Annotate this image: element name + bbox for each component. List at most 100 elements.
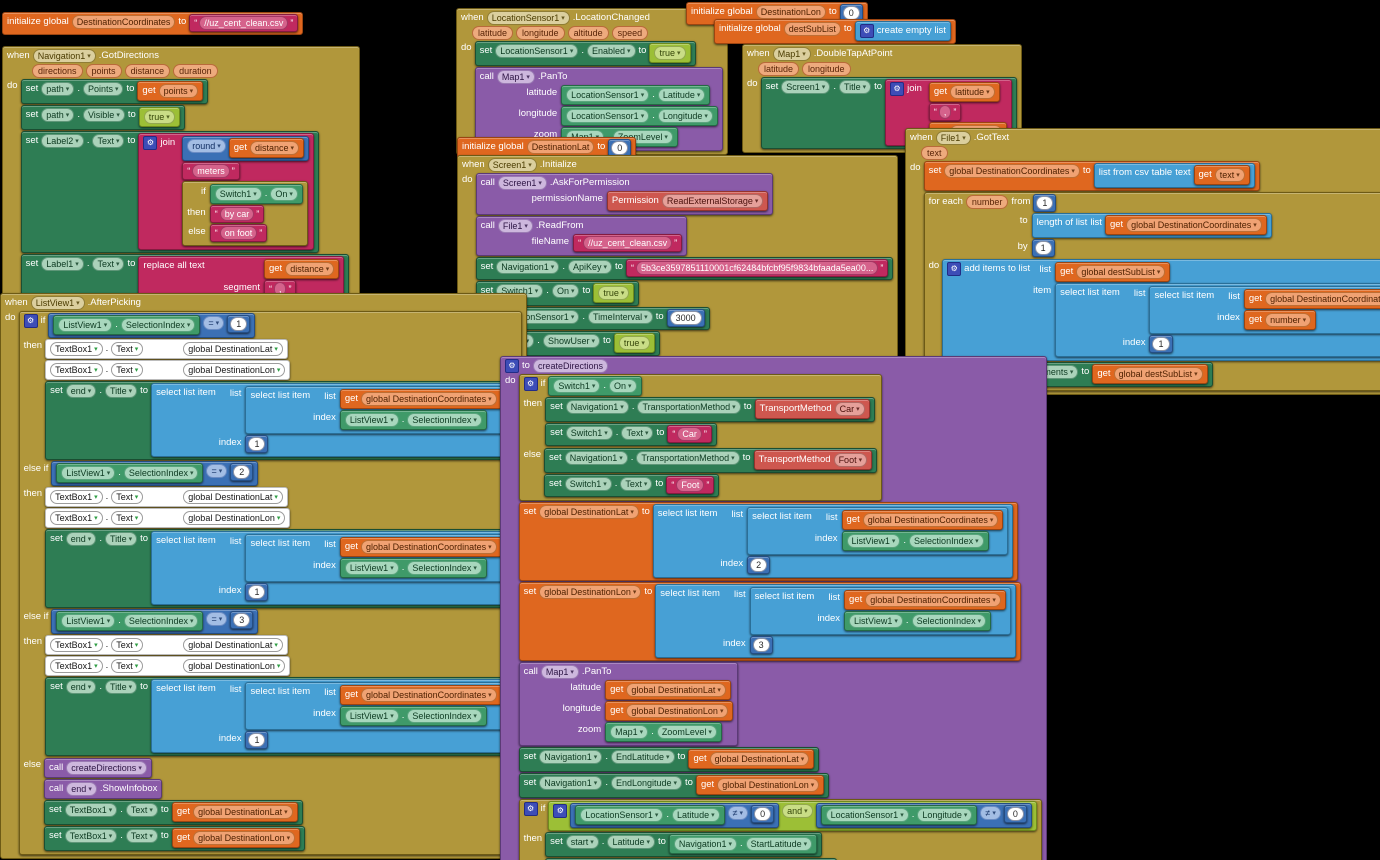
dropdown-field[interactable]: Label2▾ <box>41 134 84 148</box>
dropdown-field[interactable]: Switch1▾ <box>553 379 601 393</box>
dropdown-field[interactable]: EndLatitude▾ <box>610 750 675 764</box>
dropdown-field[interactable]: ListView1▾ <box>849 614 903 628</box>
dropdown-field[interactable]: start▾ <box>565 835 599 849</box>
dropdown-field[interactable]: Screen1▾ <box>487 158 537 172</box>
disabled-block[interactable]: TextBox1▾.Text▾global DestinationLon▾ <box>45 360 291 380</box>
dropdown-field[interactable]: StartLatitude▾ <box>745 837 813 851</box>
dropdown-field[interactable]: Navigation1▾ <box>673 837 737 851</box>
dropdown-field[interactable]: global DestinationLon▾ <box>183 363 286 377</box>
dropdown-field[interactable]: Latitude▾ <box>672 808 720 822</box>
dropdown-field[interactable]: Text▾ <box>111 659 144 673</box>
dropdown-field[interactable]: text▾ <box>1214 168 1245 182</box>
dropdown-field[interactable]: Title▾ <box>104 532 138 546</box>
dropdown-field[interactable]: Points▾ <box>82 82 124 96</box>
disabled-block[interactable]: TextBox1▾.Text▾global DestinationLon▾ <box>45 656 291 676</box>
dropdown-field[interactable]: Map1▾ <box>772 47 811 61</box>
disabled-block[interactable]: TextBox1▾.Text▾global DestinationLat▾ <box>45 635 288 655</box>
string-block[interactable]: “Car” <box>667 425 712 443</box>
mutator-gear-icon[interactable]: ⚙ <box>890 82 905 96</box>
property-getter-block[interactable]: ListView1▾.SelectionIndex▾ <box>339 706 487 726</box>
dropdown-field[interactable]: global DestinationCoordinates▾ <box>865 593 1001 607</box>
string-block[interactable]: “on foot” <box>209 224 268 242</box>
dropdown-field[interactable]: LocationSensor1▾ <box>580 808 664 822</box>
dropdown-field[interactable]: global DestinationCoordinates▾ <box>1265 292 1380 306</box>
dropdown-field[interactable]: Navigation1▾ <box>539 750 603 764</box>
dropdown-field[interactable]: Navigation1▾ <box>496 260 560 274</box>
dropdown-field[interactable]: Car▾ <box>834 402 865 416</box>
mutator-gear-icon[interactable]: ⚙ <box>859 24 874 38</box>
mutator-gear-icon[interactable]: ⚙ <box>143 136 158 150</box>
dropdown-field[interactable]: global DestinationCoordinates▾ <box>862 513 999 527</box>
string-block[interactable]: “5b3ce3597851110001cf62484bfcbf95f9834bf… <box>625 259 889 277</box>
dropdown-field[interactable]: end▾ <box>65 384 97 398</box>
dropdown-field[interactable]: ListView1▾ <box>344 561 399 575</box>
dropdown-field[interactable]: Text▾ <box>620 477 653 491</box>
dropdown-field[interactable]: SelectionIndex▾ <box>123 614 199 628</box>
dropdown-field[interactable]: TransportationMethod▾ <box>636 451 740 465</box>
dropdown-field[interactable]: LocationSensor1▾ <box>566 109 650 123</box>
math-block[interactable]: ListView1▾.SelectionIndex▾=▾3 <box>51 609 259 634</box>
dropdown-field[interactable]: createDirections▾ <box>66 761 147 775</box>
dropdown-field[interactable]: TextBox1▾ <box>50 342 103 356</box>
dropdown-field[interactable]: SelectionIndex▾ <box>911 614 987 628</box>
dropdown-field[interactable]: global DestinationCoordinates▾ <box>361 540 497 554</box>
math-block[interactable]: ListView1▾.SelectionIndex▾=▾2 <box>51 461 259 486</box>
dropdown-field[interactable]: true▾ <box>618 336 650 350</box>
dropdown-field[interactable]: TextBox1▾ <box>50 638 103 652</box>
number-block[interactable]: 0 <box>751 805 775 823</box>
mutator-gear-icon[interactable]: ⚙ <box>553 804 568 818</box>
math-block[interactable]: LocationSensor1▾.Longitude▾≠▾0 <box>815 803 1032 828</box>
dropdown-field[interactable]: TextBox1▾ <box>50 363 103 377</box>
list-block[interactable]: ⚙create empty list <box>854 21 951 41</box>
number-block[interactable]: 1 <box>1149 335 1173 353</box>
dropdown-field[interactable]: latitude▾ <box>950 85 995 99</box>
dropdown-field[interactable]: TransportationMethod▾ <box>637 400 741 414</box>
number-block[interactable]: 1 <box>1033 194 1057 212</box>
dropdown-field[interactable]: Switch1▾ <box>564 477 612 491</box>
logic-block[interactable]: true▾ <box>613 333 655 353</box>
dropdown-field[interactable]: ShowUser▾ <box>542 334 600 348</box>
dropdown-field[interactable]: and▾ <box>782 804 813 818</box>
dropdown-field[interactable]: Text▾ <box>111 511 144 525</box>
dropdown-field[interactable]: Map1▾ <box>496 70 535 84</box>
disabled-block[interactable]: TextBox1▾.Text▾global DestinationLat▾ <box>45 487 288 507</box>
property-getter-block[interactable]: ListView1▾.SelectionIndex▾ <box>56 463 204 483</box>
dropdown-field[interactable]: global DestinationLon▾ <box>626 704 729 718</box>
dropdown-field[interactable]: Text▾ <box>111 342 144 356</box>
dropdown-field[interactable]: LocationSensor1▾ <box>486 11 570 25</box>
dropdown-field[interactable]: global destSubList▾ <box>1113 367 1203 381</box>
number-block[interactable]: 1 <box>245 435 269 453</box>
dropdown-field[interactable]: Navigation1▾ <box>539 776 603 790</box>
dropdown-field[interactable]: true▾ <box>598 286 630 300</box>
number-block[interactable]: 1 <box>245 583 269 601</box>
